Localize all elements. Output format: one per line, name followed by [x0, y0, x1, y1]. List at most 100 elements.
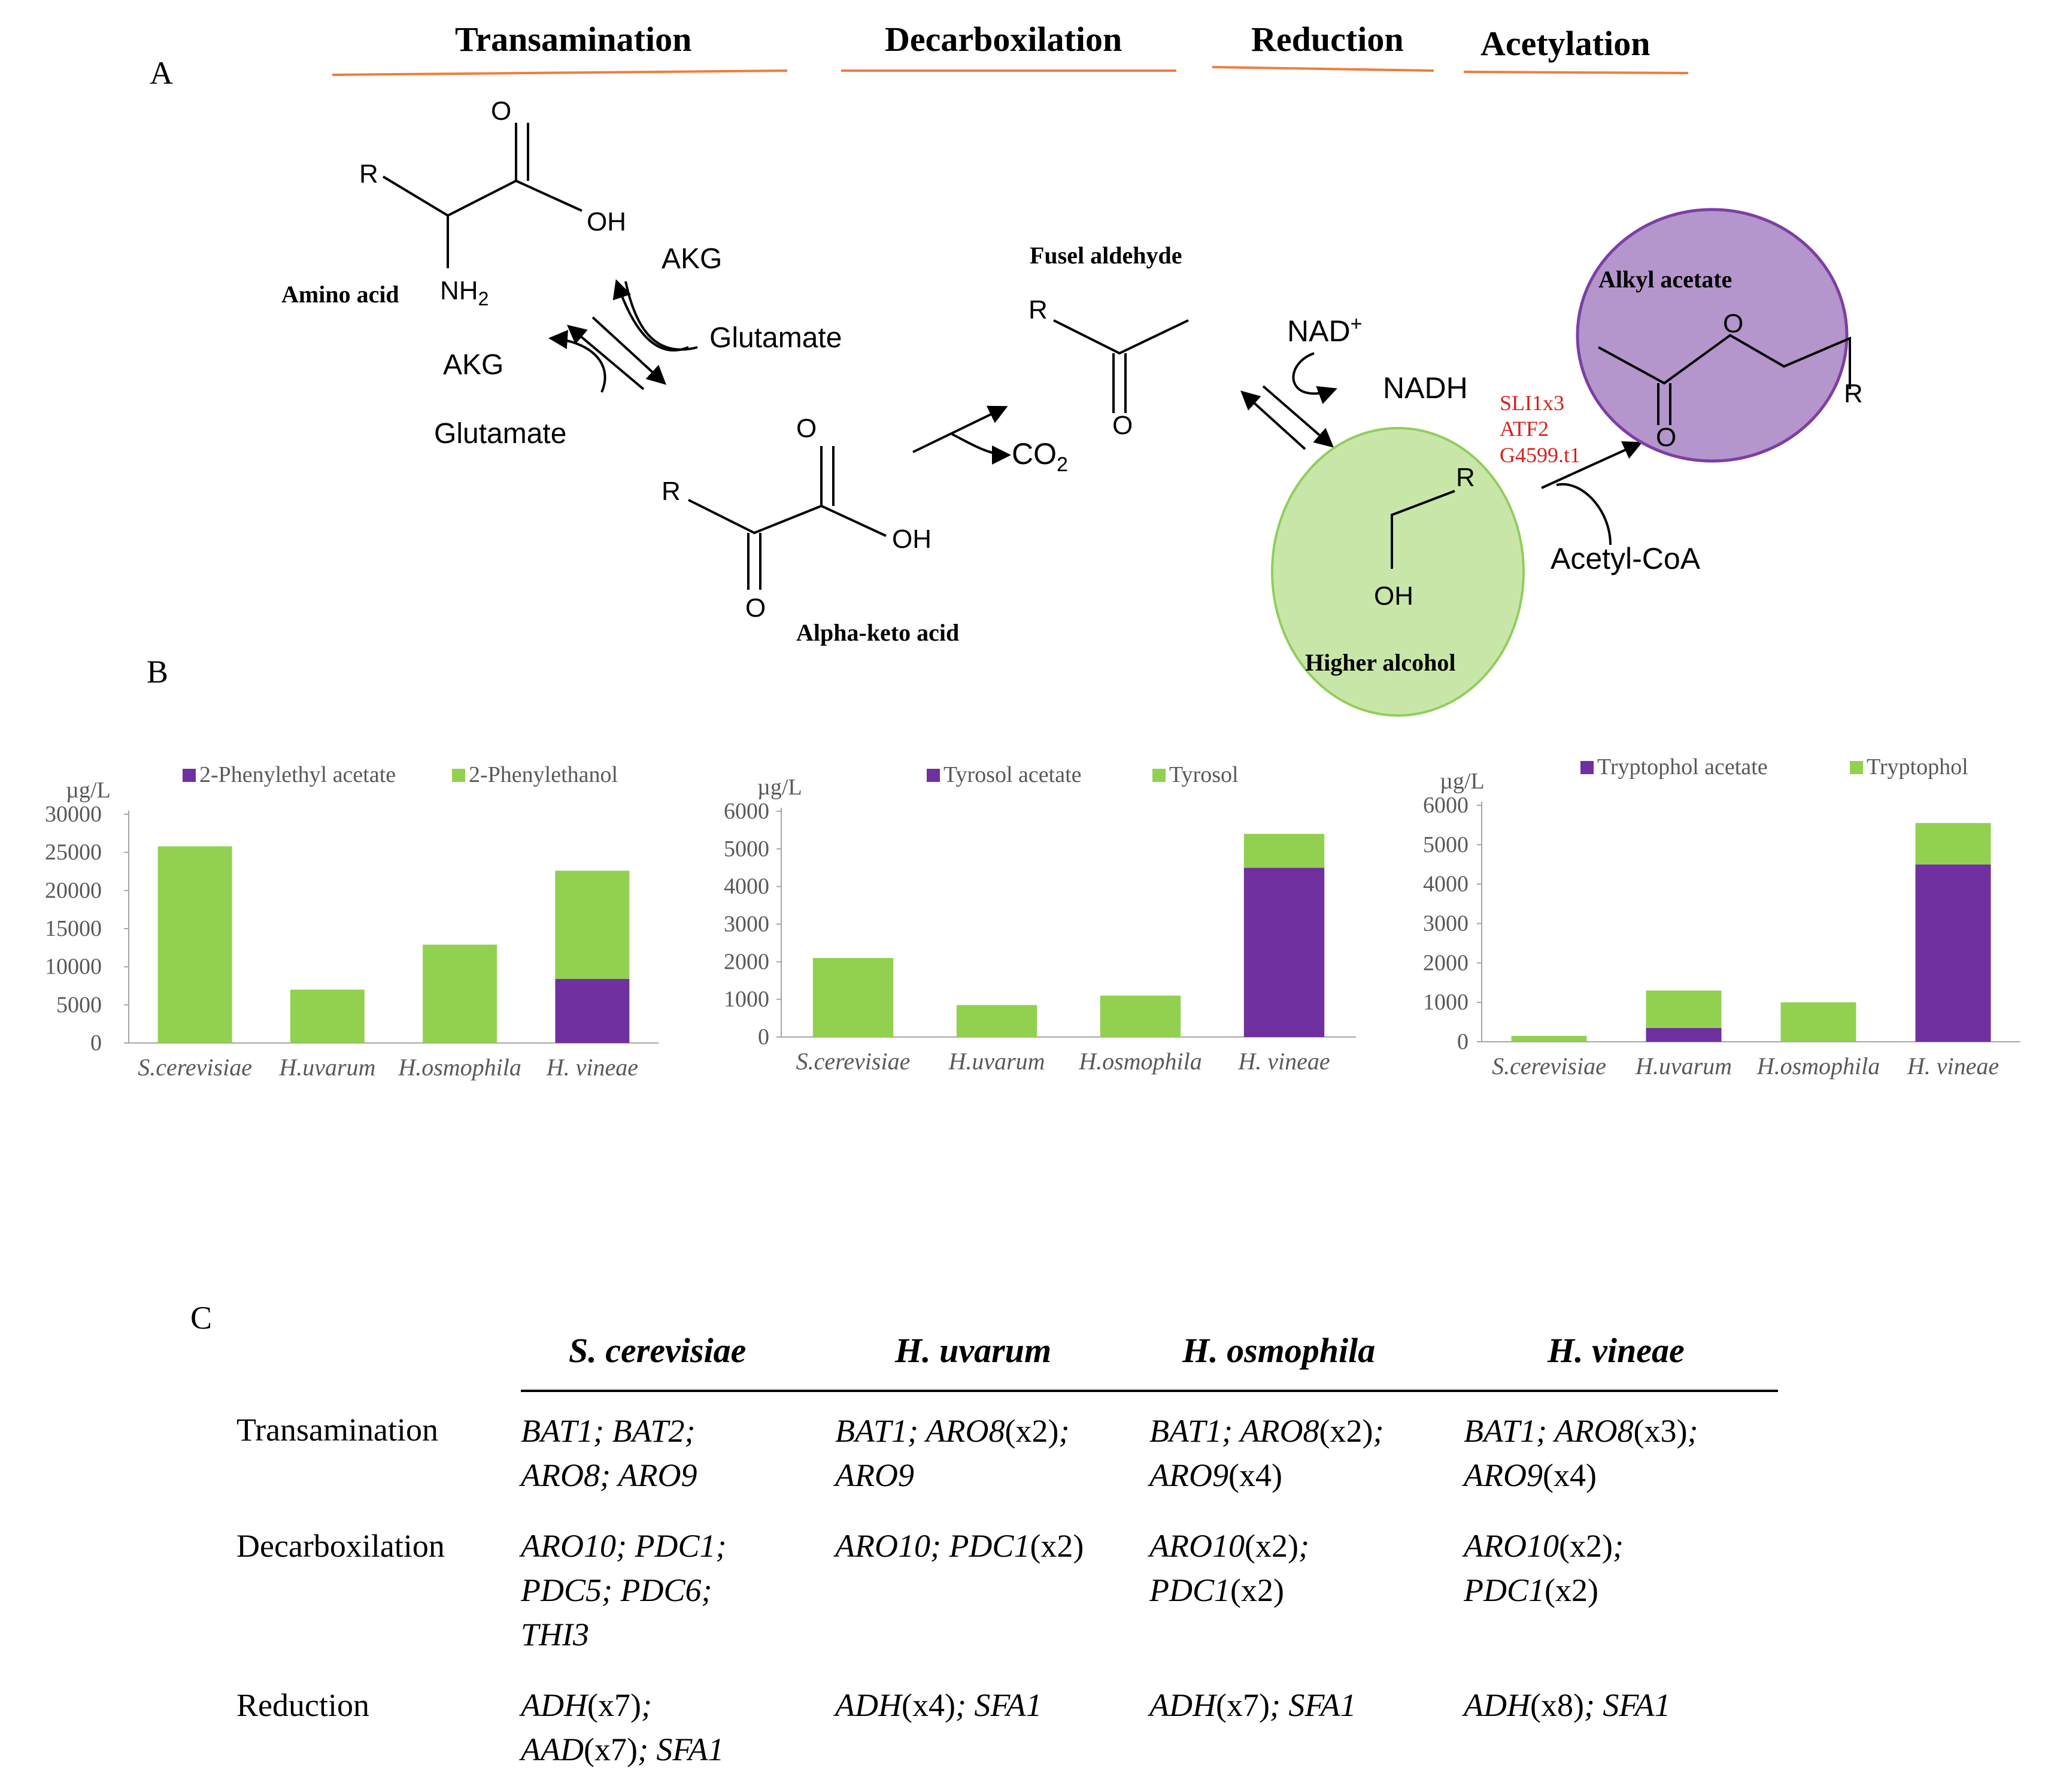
- amino-acid-label: Amino acid: [281, 281, 399, 308]
- gene-g4599: G4599.t1: [1500, 443, 1580, 467]
- legend-swatch: [452, 769, 465, 782]
- header-h-osmophila: H. osmophila: [1149, 1330, 1464, 1392]
- gene-cell: ADH(x8); SFA1: [1464, 1677, 1778, 1792]
- gene-cell: BAT1; BAT2;ARO8; ARO9: [521, 1391, 835, 1518]
- gene-token: (x2): [1319, 1413, 1373, 1449]
- alkyl-acetate-structure: [1598, 333, 1851, 425]
- step-transamination: Transamination: [455, 20, 691, 59]
- higher-alcohol-label: Higher alcohol: [1305, 649, 1455, 676]
- gene-token: ; SFA1: [637, 1732, 724, 1767]
- bar-alcohol: [555, 871, 630, 980]
- gene-token: (x7): [1215, 1687, 1270, 1723]
- chart-unit-label: µg/L: [66, 778, 111, 803]
- gene-token: (x3): [1633, 1413, 1688, 1449]
- gene-token: ;: [1373, 1413, 1384, 1449]
- keto-acid-O-bottom: O: [745, 593, 766, 623]
- step-acetylation: Acetylation: [1480, 24, 1650, 63]
- gene-token: ARO10; PDC1: [835, 1528, 1030, 1564]
- higher-alcohol-circle: [1271, 427, 1525, 717]
- alpha-keto-acid-structure: [688, 446, 887, 590]
- gene-token: ;: [641, 1687, 652, 1723]
- gene-token: ;: [1687, 1413, 1698, 1449]
- higher-alcohol-R: R: [1456, 463, 1475, 492]
- transamination-arrows: [548, 279, 698, 393]
- pathway-diagram: A Transamination Decarboxilation Reducti…: [147, 20, 1863, 717]
- amino-acid-O: O: [491, 96, 511, 126]
- gene-token: ADH: [521, 1687, 587, 1723]
- gene-table: S. cerevisiae H. uvarum H. osmophila H. …: [236, 1330, 1778, 1792]
- gene-token: ARO9: [1149, 1457, 1228, 1493]
- acetylation-arrows: [1541, 441, 1643, 545]
- y-tick-label: 1000: [724, 987, 769, 1012]
- legend-label: Tyrosol: [1169, 762, 1239, 787]
- gene-token: (x2): [1030, 1528, 1084, 1564]
- y-tick-label: 5000: [724, 836, 769, 862]
- gene-cell: ADH(x7); SFA1: [1149, 1677, 1464, 1792]
- bar-acetate: [1915, 864, 1991, 1042]
- gene-token: ; SFA1: [1583, 1687, 1671, 1723]
- underline-reduction: [1212, 66, 1434, 72]
- fusel-aldehyde-structure: [1053, 319, 1189, 413]
- gene-token: PDC1: [1464, 1572, 1545, 1608]
- y-tick-label: 3000: [1423, 911, 1469, 936]
- gene-cell: ARO10(x2);PDC1(x2): [1149, 1518, 1464, 1677]
- gene-token: ADH: [1149, 1687, 1216, 1723]
- gene-token: ARO9: [1464, 1457, 1543, 1493]
- legend-label: Tyrosol acetate: [943, 762, 1082, 787]
- x-tick-label: S.cerevisiae: [1492, 1053, 1606, 1080]
- akg-left: AKG: [443, 349, 503, 381]
- header-h-vineae: H. vineae: [1464, 1330, 1778, 1392]
- gene-token: ; SFA1: [1269, 1687, 1357, 1723]
- panel-b-label: B: [147, 654, 168, 690]
- chart-unit-label: µg/L: [757, 775, 802, 800]
- keto-acid-OH: OH: [892, 524, 932, 554]
- amino-acid-structure: [382, 123, 582, 268]
- glutamate-left: Glutamate: [434, 418, 566, 450]
- gene-token: (x2): [1005, 1413, 1059, 1449]
- gene-token: (x7): [587, 1687, 641, 1723]
- gene-token: (x7): [583, 1732, 638, 1767]
- gene-token: PDC5; PDC6;: [521, 1572, 712, 1608]
- keto-acid-O-top: O: [796, 414, 817, 443]
- chart-unit-label: µg/L: [1440, 769, 1485, 794]
- row-label: Reduction: [236, 1687, 369, 1723]
- y-tick-label: 3000: [724, 912, 769, 937]
- y-tick-label: 2000: [1423, 950, 1469, 975]
- gene-token: AAD: [521, 1732, 584, 1767]
- legend-label: 2-Phenylethyl acetate: [199, 762, 396, 787]
- bar-alcohol: [1646, 990, 1722, 1028]
- bar-alcohol: [423, 944, 497, 1043]
- decarboxylation-arrow: [912, 405, 1011, 465]
- alpha-keto-acid-label: Alpha-keto acid: [796, 619, 959, 646]
- x-tick-label: H.uvarum: [948, 1048, 1045, 1075]
- y-tick-label: 5000: [56, 992, 102, 1017]
- bar-acetate: [555, 979, 630, 1043]
- x-tick-label: S.cerevisiae: [796, 1048, 911, 1075]
- gene-cell: ADH(x7);AAD(x7); SFA1: [521, 1677, 835, 1792]
- gene-token: (x2): [1230, 1572, 1284, 1608]
- gene-token: BAT1; BAT2;: [521, 1413, 696, 1449]
- alkyl-acetate-O-carbonyl: O: [1656, 423, 1676, 452]
- bar-alcohol: [812, 958, 894, 1037]
- bar-alcohol: [290, 989, 365, 1043]
- legend-swatch: [1580, 761, 1594, 774]
- fusel-aldehyde-O: O: [1112, 411, 1133, 440]
- y-tick-label: 4000: [1423, 872, 1469, 897]
- x-tick-label: H.osmophila: [1756, 1053, 1880, 1080]
- bar-alcohol: [1780, 1002, 1856, 1042]
- gene-cell: ARO10; PDC1;PDC5; PDC6;THI3: [521, 1518, 835, 1677]
- bar-alcohol: [956, 1005, 1037, 1037]
- amino-acid-NH2: NH2: [440, 276, 489, 310]
- x-tick-label: H.uvarum: [278, 1054, 375, 1081]
- header-s-cerevisiae: S. cerevisiae: [521, 1330, 835, 1392]
- x-tick-label: H.osmophila: [398, 1054, 521, 1081]
- gene-sli1: SLI1x3: [1500, 391, 1564, 415]
- gene-token: ;: [1298, 1528, 1309, 1564]
- gene-token: ADH: [1464, 1687, 1530, 1723]
- table-corner: [236, 1330, 521, 1391]
- gene-token: ARO10: [1464, 1528, 1559, 1564]
